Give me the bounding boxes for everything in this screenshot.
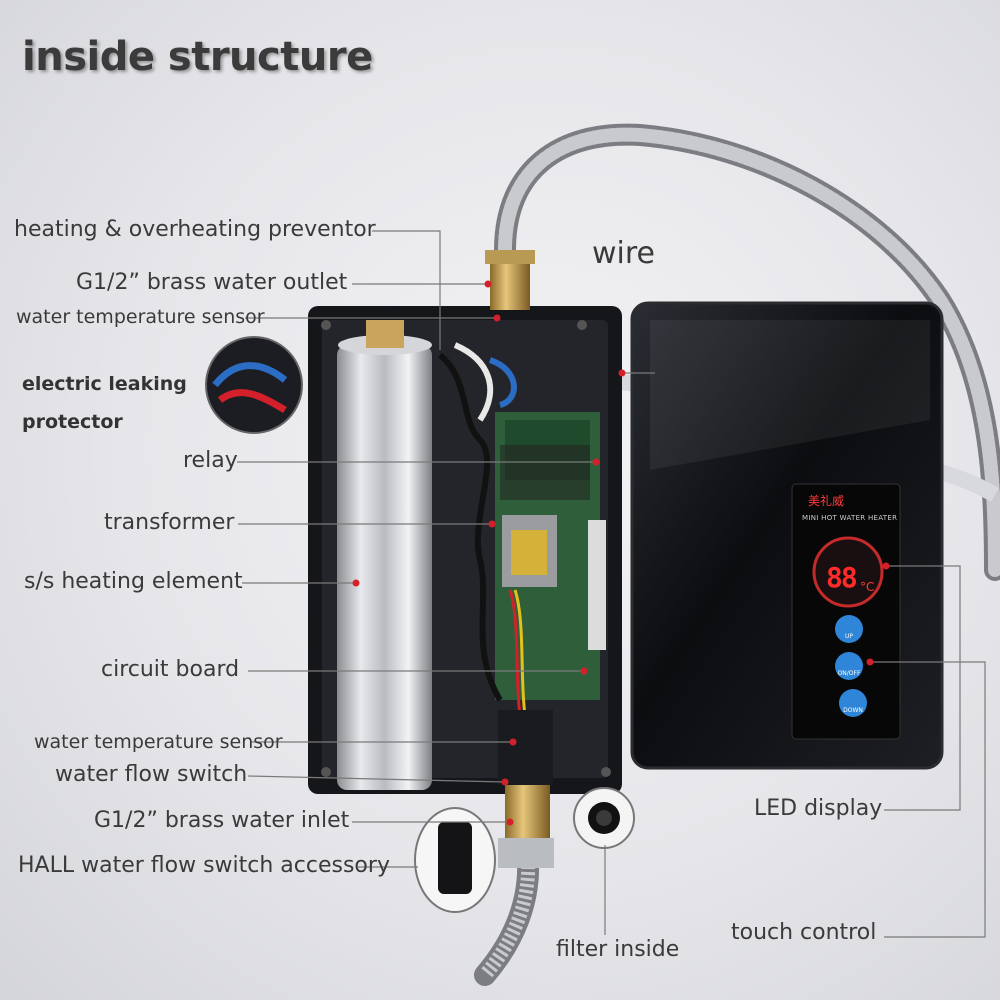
key-power-label[interactable]: ON/OFF bbox=[837, 670, 861, 677]
label-circuit-board: circuit board bbox=[101, 657, 240, 682]
label-filter: filter inside bbox=[556, 937, 680, 962]
heating-cylinder bbox=[337, 345, 432, 790]
label-transformer: transformer bbox=[104, 510, 235, 535]
page-title: inside structure bbox=[22, 34, 373, 80]
label-heating-element: s/s heating element bbox=[24, 569, 243, 594]
label-flow-switch: water flow switch bbox=[55, 762, 248, 787]
label-preventor: heating & overheating preventor bbox=[14, 217, 376, 242]
label-leak-1: electric leaking bbox=[22, 373, 187, 395]
key-down-label[interactable]: DOWN bbox=[843, 707, 863, 714]
key-up bbox=[835, 615, 863, 643]
display-digits: 88 bbox=[826, 561, 858, 594]
leak-protector-inset bbox=[205, 336, 303, 434]
key-up-label[interactable]: UP bbox=[844, 633, 853, 640]
brand-en-text: MINI HOT WATER HEATER bbox=[802, 514, 898, 522]
key-power bbox=[835, 652, 863, 680]
label-temp-sensor-top: water temperature sensor bbox=[16, 306, 265, 328]
label-temp-sensor-bottom: water temperature sensor bbox=[34, 731, 283, 753]
label-touch-control: touch control bbox=[731, 920, 877, 945]
label-wire: wire bbox=[592, 236, 656, 271]
key-down bbox=[839, 689, 867, 717]
brass-outlet bbox=[490, 255, 530, 310]
leader-lines bbox=[237, 230, 986, 938]
label-leak-2: protector bbox=[22, 411, 123, 433]
label-hall-accessory: HALL water flow switch accessory bbox=[18, 853, 390, 878]
label-outlet: G1/2” brass water outlet bbox=[76, 270, 348, 295]
marker-dots bbox=[352, 280, 890, 826]
brand-cn-text: 美礼威 bbox=[808, 494, 845, 508]
label-inlet: G1/2” brass water inlet bbox=[94, 808, 350, 833]
led-display-window bbox=[812, 536, 884, 608]
brass-inlet bbox=[505, 785, 550, 840]
label-led-display: LED display bbox=[754, 796, 883, 821]
display-unit: °C bbox=[860, 580, 875, 594]
label-relay: relay bbox=[183, 448, 238, 473]
